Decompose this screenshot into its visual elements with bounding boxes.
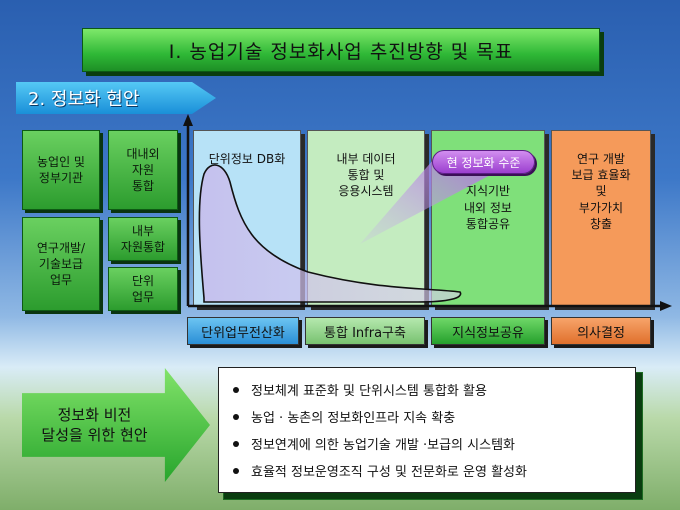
box-research-ext: 연구개발/ 기술보급 업무 [22,217,100,311]
stage-decision: 의사결정 [551,317,651,345]
list-item: 정보체계 표준화 및 단위시스템 통합화 활용 [233,376,625,403]
bullet-icon [233,467,239,474]
bullet-icon [233,440,239,447]
issues-list: 정보체계 표준화 및 단위시스템 통합화 활용 농업 · 농촌의 정보화인프라 … [218,367,636,493]
section-subtitle: 2. 정보화 현안 [16,82,216,114]
list-item: 정보연계에 의한 농업기술 개발 ·보급의 시스템화 [233,430,625,457]
x-axis-arrow [660,301,672,311]
box-unit: 단위 업무 [108,267,178,311]
vision-label: 정보화 비전 달성을 위한 현안 [41,405,148,444]
box-internal: 내부 자원통합 [108,217,178,261]
list-item: 농업 · 농촌의 정보화인프라 지속 확충 [233,403,625,430]
bullet-icon [233,413,239,420]
box-internal-external: 대내외 자원 통합 [108,130,178,210]
stage-unit-computerization: 단위업무전산화 [187,317,299,345]
stage-knowledge: 지식정보공유 [431,317,545,345]
bullet-icon [233,386,239,393]
y-axis-arrow [183,114,193,126]
current-level-callout: 현 정보화 수준 [432,150,535,174]
page-title: Ⅰ. 농업기술 정보화사업 추진방향 및 목표 [82,28,600,72]
callout-pointer [360,152,496,244]
stage-infra: 통합 Infra구축 [305,317,425,345]
current-level-curve [198,164,462,303]
box-farmers-gov: 농업인 및 정부기관 [22,130,100,210]
maturity-diagram [183,114,672,311]
column-decision: 연구 개발 보급 효율화 및 부가가치 창출 [551,130,651,306]
list-item: 효율적 정보운영조직 구성 및 전문화로 운영 활성화 [233,457,625,484]
